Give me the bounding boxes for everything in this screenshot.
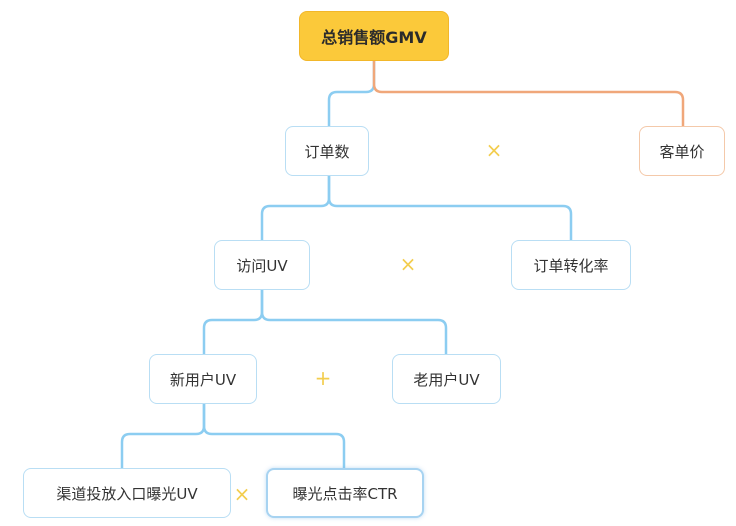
node-aov[interactable]: 客单价 [639, 126, 725, 176]
edge-gmv-orders [327, 60, 376, 126]
edge-visits-newusers [202, 290, 264, 354]
edge-orders-visits [260, 176, 331, 240]
node-old-users-label: 老用户UV [413, 370, 480, 389]
edge-orders-conversion [327, 176, 573, 240]
node-aov-label: 客单价 [659, 142, 705, 161]
node-gmv-label: 总销售额GMV [321, 28, 427, 47]
node-ctr-label: 曝光点击率CTR [292, 484, 398, 503]
node-new-users[interactable]: 新用户UV [149, 354, 257, 404]
node-visits[interactable]: 访问UV [214, 240, 310, 290]
plus-operator: + [314, 366, 332, 390]
edge-newusers-ctr [202, 404, 346, 468]
edge-newusers-exposure [120, 404, 206, 468]
node-visits-label: 访问UV [236, 256, 288, 275]
node-orders[interactable]: 订单数 [285, 126, 369, 176]
multiply-operator: × [399, 252, 417, 276]
edge-visits-oldusers [260, 290, 448, 354]
node-old-users[interactable]: 老用户UV [392, 354, 501, 404]
node-conversion[interactable]: 订单转化率 [511, 240, 631, 290]
node-conversion-label: 订单转化率 [533, 256, 609, 275]
node-new-users-label: 新用户UV [169, 370, 237, 389]
edge-gmv-aov [372, 60, 685, 126]
node-gmv[interactable]: 总销售额GMV [299, 11, 449, 61]
multiply-operator: × [485, 138, 503, 162]
multiply-operator: × [233, 482, 251, 506]
node-orders-label: 订单数 [304, 142, 350, 161]
node-exposure[interactable]: 渠道投放入口曝光UV [23, 468, 231, 518]
node-ctr[interactable]: 曝光点击率CTR [266, 468, 424, 518]
node-exposure-label: 渠道投放入口曝光UV [56, 484, 198, 503]
